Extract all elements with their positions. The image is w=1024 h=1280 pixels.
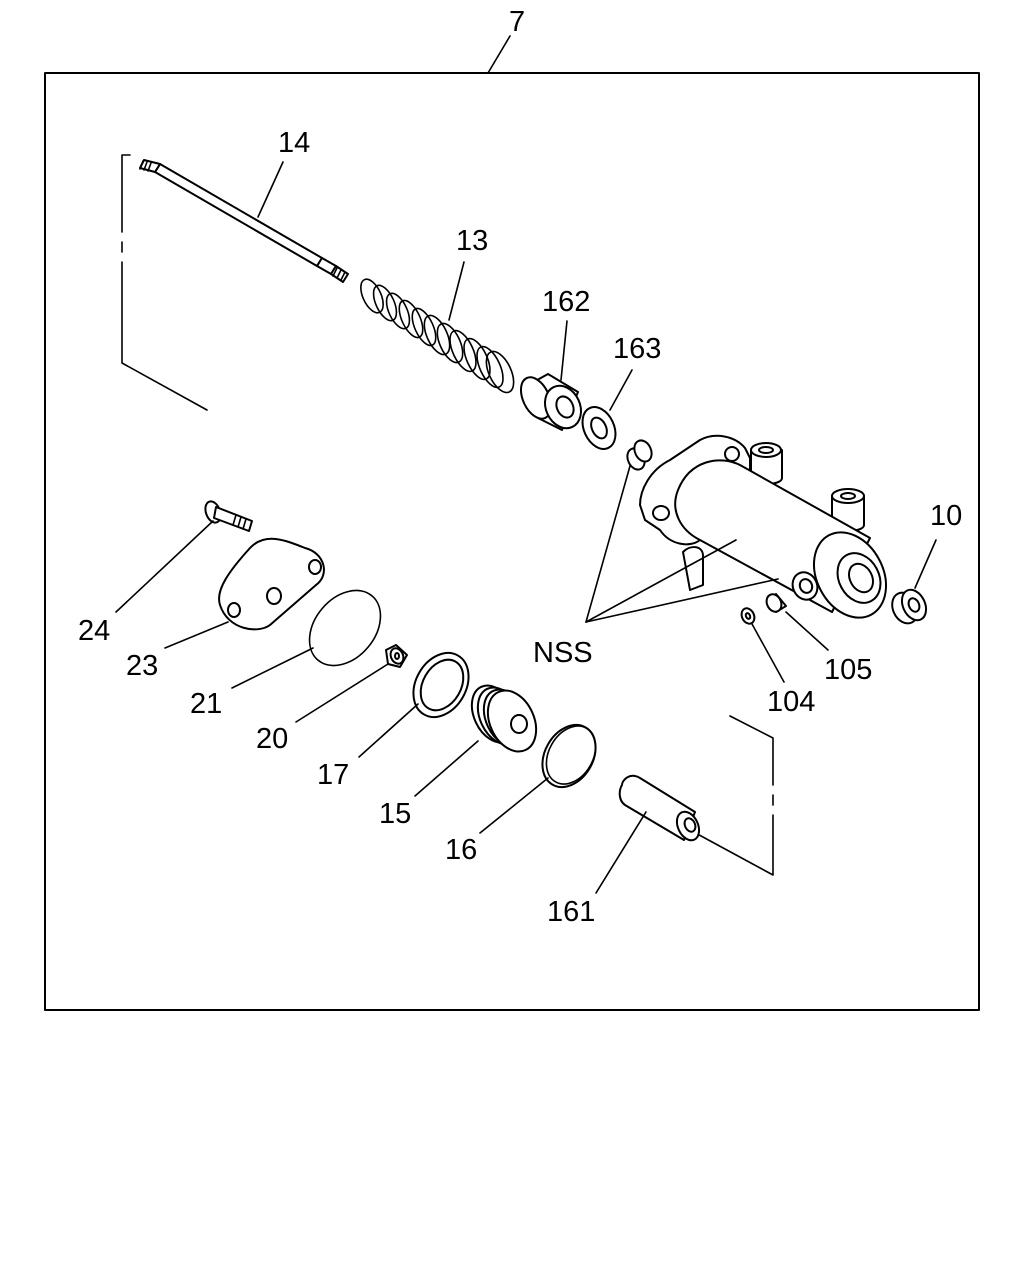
left-bracket (121, 154, 131, 233)
bolt-part (204, 500, 253, 532)
spring-part (360, 278, 515, 394)
washer-part (581, 406, 617, 450)
part-label-161: 161 (547, 896, 595, 928)
part-label-162: 162 (542, 286, 590, 318)
small-washer-part (740, 607, 756, 625)
valve-cap-part (765, 593, 787, 613)
diagram-frame (44, 72, 980, 1011)
rod-part (139, 159, 349, 283)
assembly-number-label: 7 (509, 6, 525, 38)
piston-seal-part (541, 724, 597, 788)
sleeve-part (618, 774, 701, 842)
part-label-17: 17 (317, 759, 349, 791)
part-label-21: 21 (190, 688, 222, 720)
cylinder-housing-part (639, 434, 887, 619)
part-label-23: 23 (126, 650, 158, 682)
assembly-leader (487, 35, 511, 74)
gasket-part (308, 589, 382, 667)
piston-part (470, 684, 538, 753)
collar-part (519, 373, 582, 431)
part-label-163: 163 (613, 333, 661, 365)
part-label-105: 105 (824, 654, 872, 686)
nut-part (385, 644, 408, 668)
flange-plate-part (218, 537, 325, 631)
part-label-16: 16 (445, 834, 477, 866)
part-label-104: 104 (767, 686, 815, 718)
part-label-20: 20 (256, 723, 288, 755)
seal-ring-part (891, 588, 928, 625)
retaining-ring-part (412, 652, 470, 718)
part-label-24: 24 (78, 615, 110, 647)
nss-plug-part (626, 439, 653, 471)
nss-label: NSS (533, 637, 593, 669)
part-label-10: 10 (930, 500, 962, 532)
right-bracket (729, 715, 774, 786)
part-label-14: 14 (278, 127, 310, 159)
part-label-15: 15 (379, 798, 411, 830)
part-label-13: 13 (456, 225, 488, 257)
